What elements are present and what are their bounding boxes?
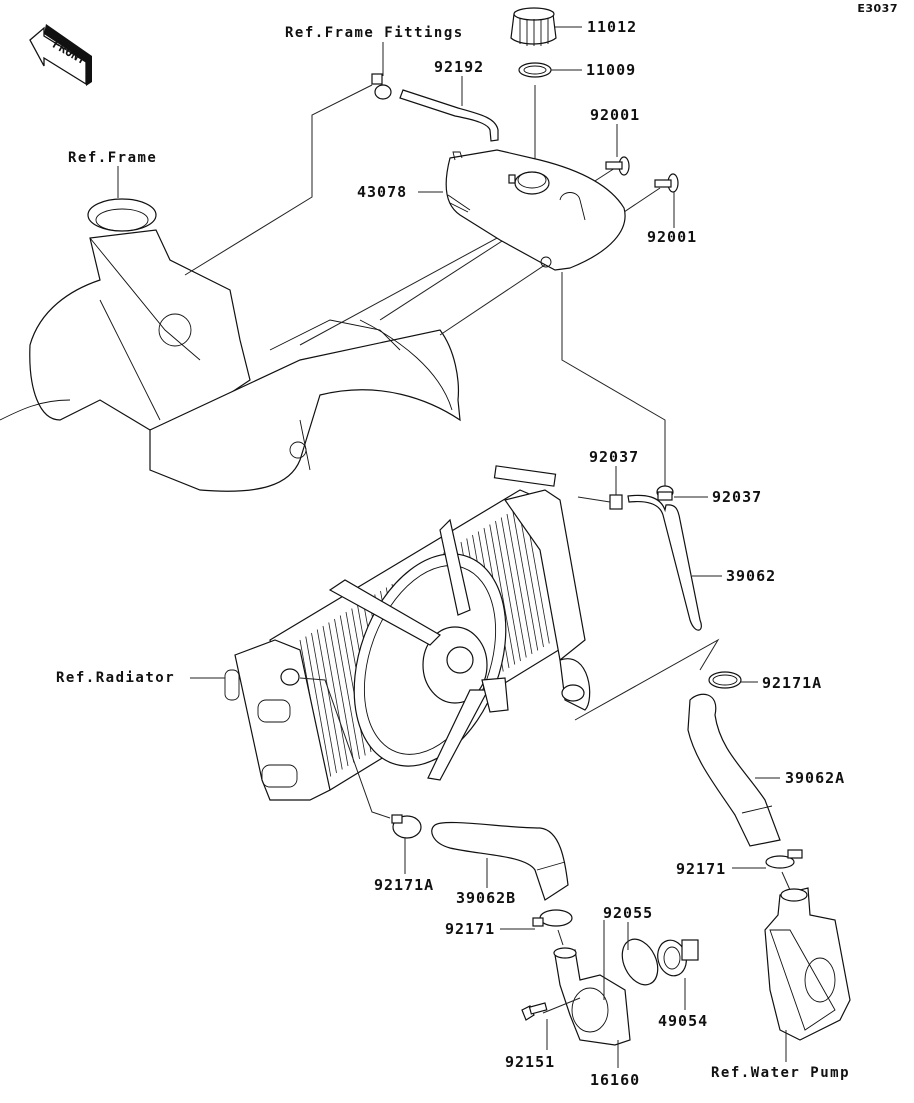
radiator-fin [305, 636, 332, 777]
ref-water-pump-label[interactable]: Ref.Water Pump [711, 1065, 851, 1081]
hose-39062B [431, 821, 569, 901]
part-label-92001-lower[interactable]: 92001 [647, 228, 698, 246]
bolt-92001-upper [605, 156, 630, 176]
radiator-drawing [224, 465, 591, 801]
ref-frame-label[interactable]: Ref.Frame [68, 150, 158, 166]
radiator-fin [334, 618, 360, 760]
part-label-92171A-upper[interactable]: 92171A [762, 674, 823, 692]
bolt-92151 [521, 1002, 548, 1021]
radiator-fin [328, 622, 355, 763]
part-label-43078[interactable]: 43078 [357, 183, 408, 201]
leader-frame-fittings [184, 84, 373, 276]
hose-39062 [627, 494, 702, 631]
water-pump-cover [764, 887, 851, 1041]
part-label-39062B[interactable]: 39062B [456, 889, 517, 907]
clamp-92171A-upper [708, 671, 742, 689]
radiator-fin [506, 513, 533, 655]
label-leaders [117, 26, 787, 1068]
bolt-92001-lower [654, 173, 679, 193]
radiator-fin [500, 517, 527, 658]
thermostat-housing [553, 947, 631, 1046]
clamp-92171A-lower [391, 814, 422, 839]
frame-fitting-clip [371, 73, 392, 100]
radiator-fin [489, 524, 516, 665]
ref-frame-fittings-label[interactable]: Ref.Frame Fittings [285, 25, 464, 41]
part-label-39062A[interactable]: 39062A [785, 769, 846, 787]
part-label-11009[interactable]: 11009 [586, 61, 637, 79]
radiator-fin [322, 625, 349, 767]
part-label-92171-pump[interactable]: 92171 [676, 860, 727, 878]
ref-radiator-label[interactable]: Ref.Radiator [56, 670, 176, 686]
clamp-92171-thermo [532, 909, 573, 927]
reserve-tank [445, 149, 626, 271]
radiator-fin [339, 615, 366, 756]
overflow-tube [399, 89, 499, 142]
part-label-92037-right[interactable]: 92037 [712, 488, 763, 506]
reservoir-cap [510, 7, 557, 46]
diagram-code: E3037 [857, 2, 898, 15]
part-label-92171-thermo[interactable]: 92171 [445, 920, 496, 938]
radiator-fin [495, 520, 521, 662]
part-label-39062[interactable]: 39062 [726, 567, 777, 585]
o-ring-92055 [621, 938, 659, 986]
radiator-fin [512, 510, 539, 651]
clamp-92037-left [609, 494, 623, 510]
part-label-16160[interactable]: 16160 [590, 1071, 641, 1089]
part-label-92001-upper[interactable]: 92001 [590, 106, 641, 124]
part-label-92055[interactable]: 92055 [603, 904, 654, 922]
part-label-11012[interactable]: 11012 [587, 18, 638, 36]
radiator-fin [311, 632, 337, 774]
clamp-92171-pump [765, 849, 803, 869]
part-label-49054[interactable]: 49054 [658, 1012, 709, 1030]
part-label-92192[interactable]: 92192 [434, 58, 485, 76]
thermostat-49054 [657, 939, 699, 977]
radiator-fin [518, 506, 544, 648]
hose-39062A [687, 693, 781, 847]
part-label-92171A-lower[interactable]: 92171A [374, 876, 435, 894]
clamp-92037-right [656, 485, 674, 501]
frame-drawing [0, 198, 461, 492]
radiator-fin [316, 629, 343, 770]
part-label-92037-left[interactable]: 92037 [589, 448, 640, 466]
part-label-92151[interactable]: 92151 [505, 1053, 556, 1071]
front-arrow-icon: FRONT [29, 24, 92, 86]
